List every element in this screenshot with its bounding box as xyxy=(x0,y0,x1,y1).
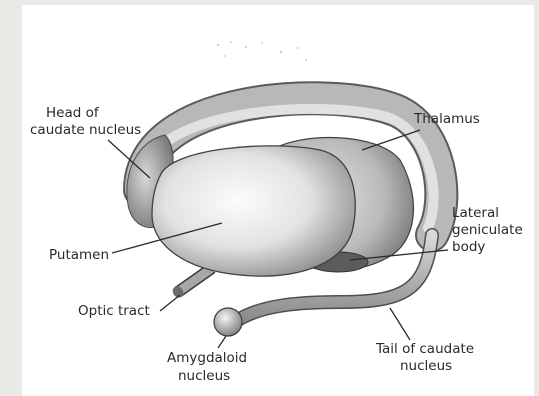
anatomy-figure: Head of caudate nucleus Thalamus Lateral… xyxy=(22,5,534,396)
label-thalamus: Thalamus xyxy=(413,111,480,127)
leader-optic-tract xyxy=(160,295,180,311)
smudge-marks xyxy=(217,41,307,61)
label-optic-tract: Optic tract xyxy=(78,303,150,319)
label-putamen: Putamen xyxy=(49,247,109,263)
putamen-shape xyxy=(152,146,355,276)
label-head-of-caudate: Head of caudate nucleus xyxy=(30,105,141,138)
basal-ganglia-diagram: Head of caudate nucleus Thalamus Lateral… xyxy=(22,5,534,396)
optic-tract-shape xyxy=(170,268,212,300)
amygdaloid-shape xyxy=(214,308,242,336)
leader-tail-of-caudate xyxy=(390,308,410,340)
label-amygdaloid: Amygdaloid nucleus xyxy=(167,350,251,384)
label-lateral-geniculate: Lateral geniculate body xyxy=(452,205,527,255)
leader-amygdaloid xyxy=(218,336,226,348)
label-tail-of-caudate: Tail of caudate nucleus xyxy=(375,341,478,374)
